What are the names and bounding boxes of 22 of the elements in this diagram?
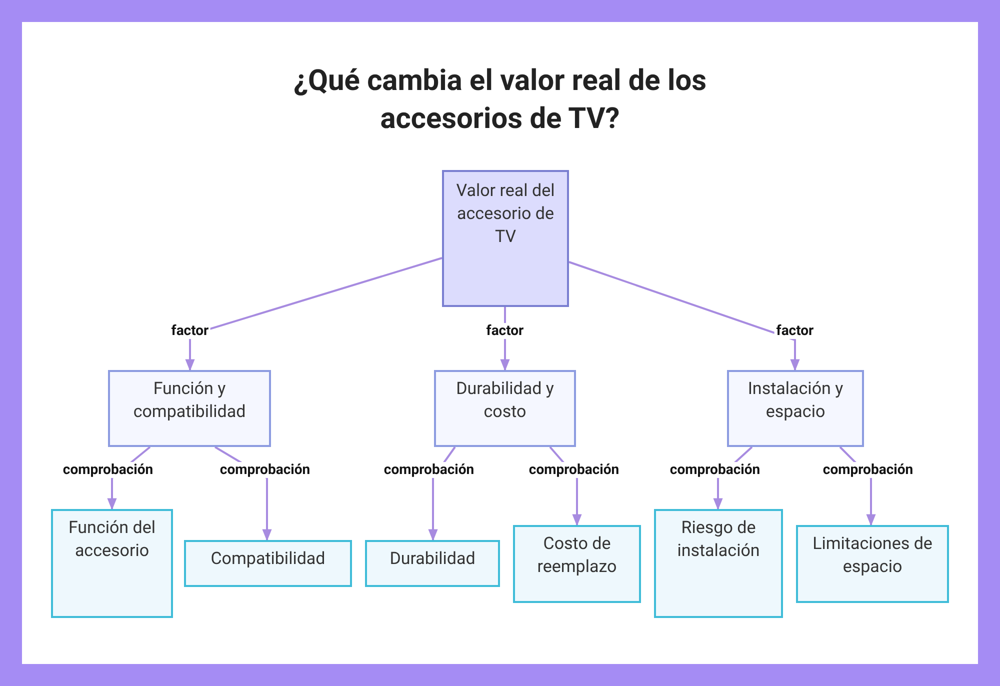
edge-label: comprobación [60,462,156,478]
edge-label: factor [774,323,816,339]
edge-label: comprobación [218,462,312,478]
factor-box: Instalación y espacio [727,370,864,447]
connector-arrow [185,257,442,372]
check-box: Función del accesorio [51,509,173,618]
factor-box: Función y compatibilidad [108,370,271,447]
check-box: Compatibilidad [184,540,352,587]
check-box: Riesgo de instalación [654,509,783,618]
check-box: Costo de reemplazo [513,525,641,603]
edge-label: comprobación [382,462,476,478]
factor-box: Durabilidad y costo [434,370,576,447]
edge-label: factor [484,323,526,339]
edge-label: comprobación [820,462,916,478]
connector-arrow [568,261,800,372]
edge-label: comprobación [668,462,762,478]
edge-label: factor [169,323,211,339]
root-box: Valor real del accesorio de TV [442,170,569,307]
edge-label: comprobación [526,462,622,478]
title: ¿Qué cambia el valor real de los accesorios de TV? [292,63,708,138]
check-box: Limitaciones de espacio [796,525,949,603]
check-box: Durabilidad [365,540,500,587]
